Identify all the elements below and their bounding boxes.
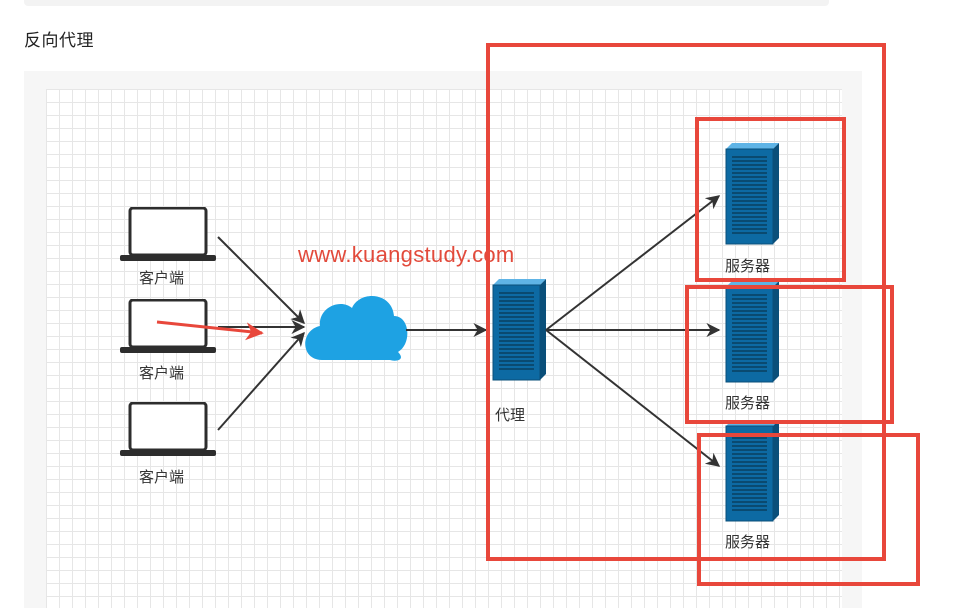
client-label-1: 客户端 [139,269,185,287]
watermark-text: www.kuangstudy.com [298,242,515,267]
highlight-box-server-3 [697,433,920,586]
laptop-icon-client-3 [120,402,216,456]
arrow-client-3-to-cloud [217,331,305,431]
client-label-2: 客户端 [139,364,185,382]
server-icon-2 [725,280,780,383]
laptop-icon-client-1 [120,207,216,261]
arrow-proxy-to-server-3 [545,329,721,467]
proxy-label: 代理 [495,406,526,424]
arrow-proxy-to-server-1 [545,195,721,331]
highlight-box-proxy-group [486,43,886,561]
highlight-box-server-1 [695,117,846,282]
cloud-icon [305,296,408,361]
client-label-3: 客户端 [139,468,185,486]
server-label-1: 服务器 [725,257,771,275]
server-label-3: 服务器 [725,533,771,551]
server-label-2: 服务器 [725,394,771,412]
highlight-box-server-2 [685,285,894,424]
arrow-client-1-to-cloud [217,236,305,324]
proxy-server-icon [492,278,547,381]
top-divider [24,0,829,6]
red-annotation-arrow [156,320,264,341]
server-icon-1 [725,142,780,245]
section-title: 反向代理 [24,31,94,51]
